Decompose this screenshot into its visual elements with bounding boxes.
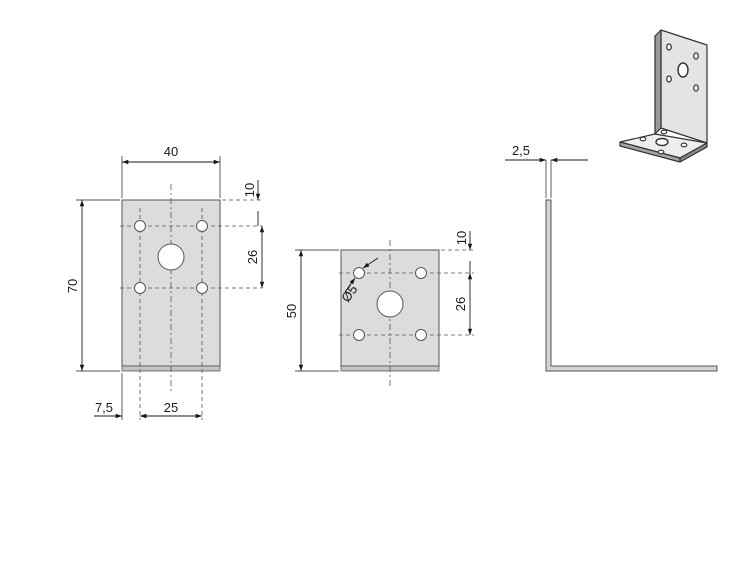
front-view: 40 70 10 26 7,5 25 <box>65 144 265 420</box>
profile-l-section <box>545 199 718 372</box>
front-hole-bottom-right <box>196 282 208 294</box>
profile-view: 2,5 <box>505 143 718 372</box>
front-hole-center <box>157 243 185 271</box>
iso-vertical-hole-2 <box>693 52 699 60</box>
dim-profile-thickness-label: 2,5 <box>512 143 530 158</box>
isometric-view <box>619 29 708 163</box>
iso-vertical-hole-3 <box>666 75 672 83</box>
dim-front-height-label: 70 <box>65 279 80 293</box>
side-hole-top-right <box>415 267 427 279</box>
dim-front-hole-spacing-horizontal-label: 25 <box>164 400 178 415</box>
dim-front-top-offset-label: 10 <box>242 183 257 197</box>
dim-side-height-label: 50 <box>284 304 299 318</box>
iso-base-hole-4 <box>680 142 688 148</box>
dim-side-hole-spacing-vertical-label: 26 <box>453 297 468 311</box>
dim-front-width-label: 40 <box>164 144 178 159</box>
front-hole-top-right <box>196 220 208 232</box>
front-hole-top-left <box>134 220 146 232</box>
dim-diameter-leader <box>344 277 356 293</box>
side-hole-top-left <box>353 267 365 279</box>
side-hole-bottom-left <box>353 329 365 341</box>
side-hole-bottom-right <box>415 329 427 341</box>
side-view: 50 10 26 Ø5 <box>284 231 474 388</box>
front-hole-bottom-left <box>134 282 146 294</box>
side-hole-center <box>376 290 404 318</box>
iso-vertical-hole-4 <box>693 84 699 92</box>
iso-base-hole-center <box>655 137 669 147</box>
dim-front-edge-offset-label: 7,5 <box>95 400 113 415</box>
iso-base-hole-3 <box>657 149 665 155</box>
dim-diameter-leader-top <box>362 257 379 269</box>
iso-vertical-hole-center <box>677 62 689 78</box>
dim-front-hole-spacing-vertical-label: 26 <box>245 250 260 264</box>
iso-vertical-plate-edge <box>654 29 662 135</box>
iso-vertical-hole-1 <box>666 43 672 51</box>
iso-base-hole-2 <box>660 129 668 135</box>
dim-side-top-offset-label: 10 <box>454 231 469 245</box>
iso-base-edge-side <box>679 142 708 163</box>
iso-base-hole-1 <box>639 136 647 142</box>
